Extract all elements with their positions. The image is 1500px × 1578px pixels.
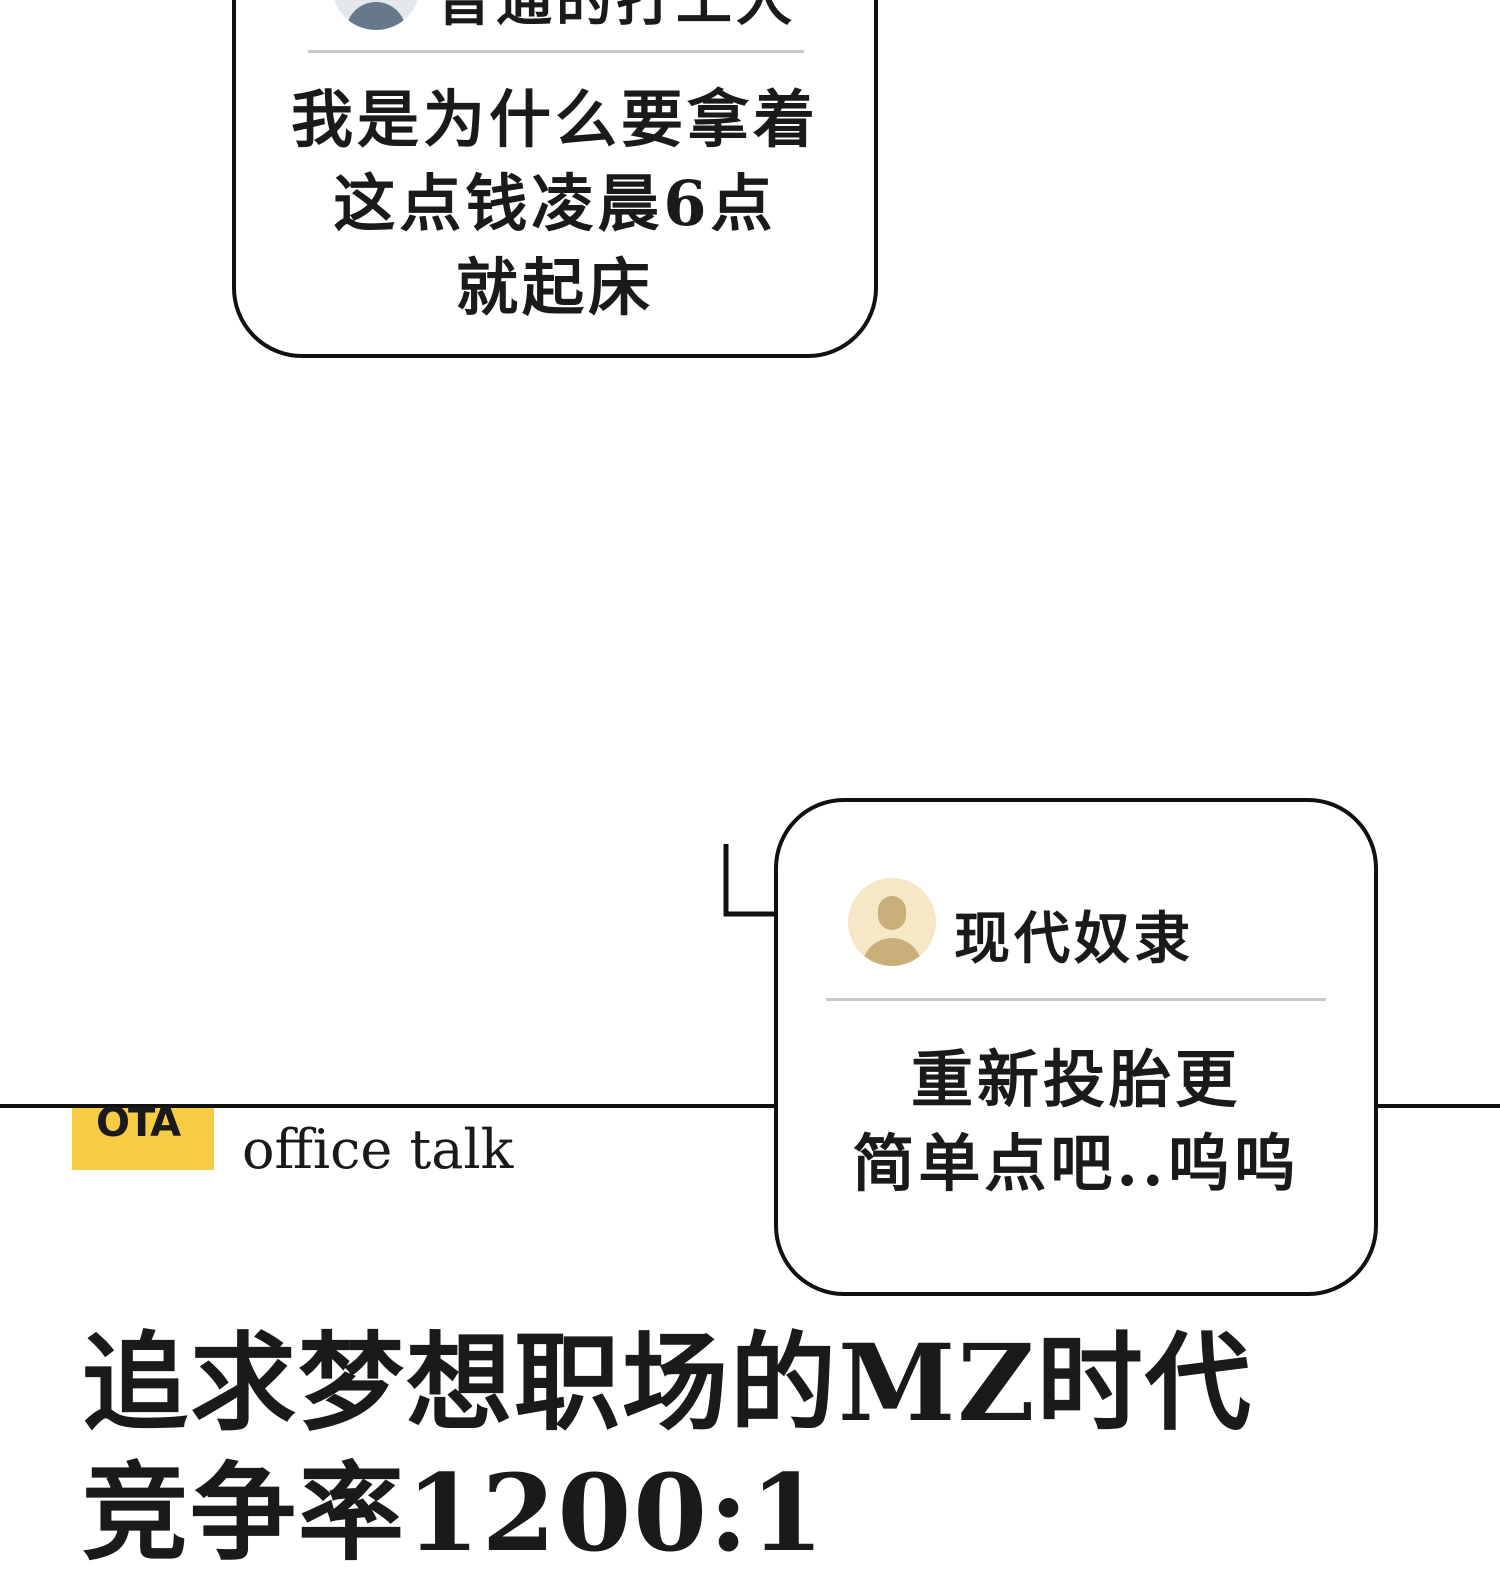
avatar [332, 0, 420, 30]
username: 现代奴隶 [954, 906, 1194, 972]
divider [308, 50, 804, 53]
username: 普通的打工人 [436, 0, 796, 34]
headline: 追求梦想职场的MZ时代 竞争率1200:1 [82, 1320, 1253, 1575]
divider [826, 998, 1326, 1001]
section-divider [0, 1104, 1500, 1108]
comment-card: 普通的打工人 我是为什么要拿着 这点钱凌晨6点 就起床 [232, 0, 878, 358]
reply-message: 重新投胎更 简单点吧..呜呜 [852, 1043, 1300, 1200]
reply-card: 现代奴隶 重新投胎更 简单点吧..呜呜 [774, 798, 1378, 1296]
brand-logo: OTA [72, 1100, 214, 1170]
brand-name: office talk [242, 1118, 514, 1181]
comment-message: 我是为什么要拿着 这点钱凌晨6点 就起床 [290, 83, 819, 324]
avatar [848, 878, 936, 966]
